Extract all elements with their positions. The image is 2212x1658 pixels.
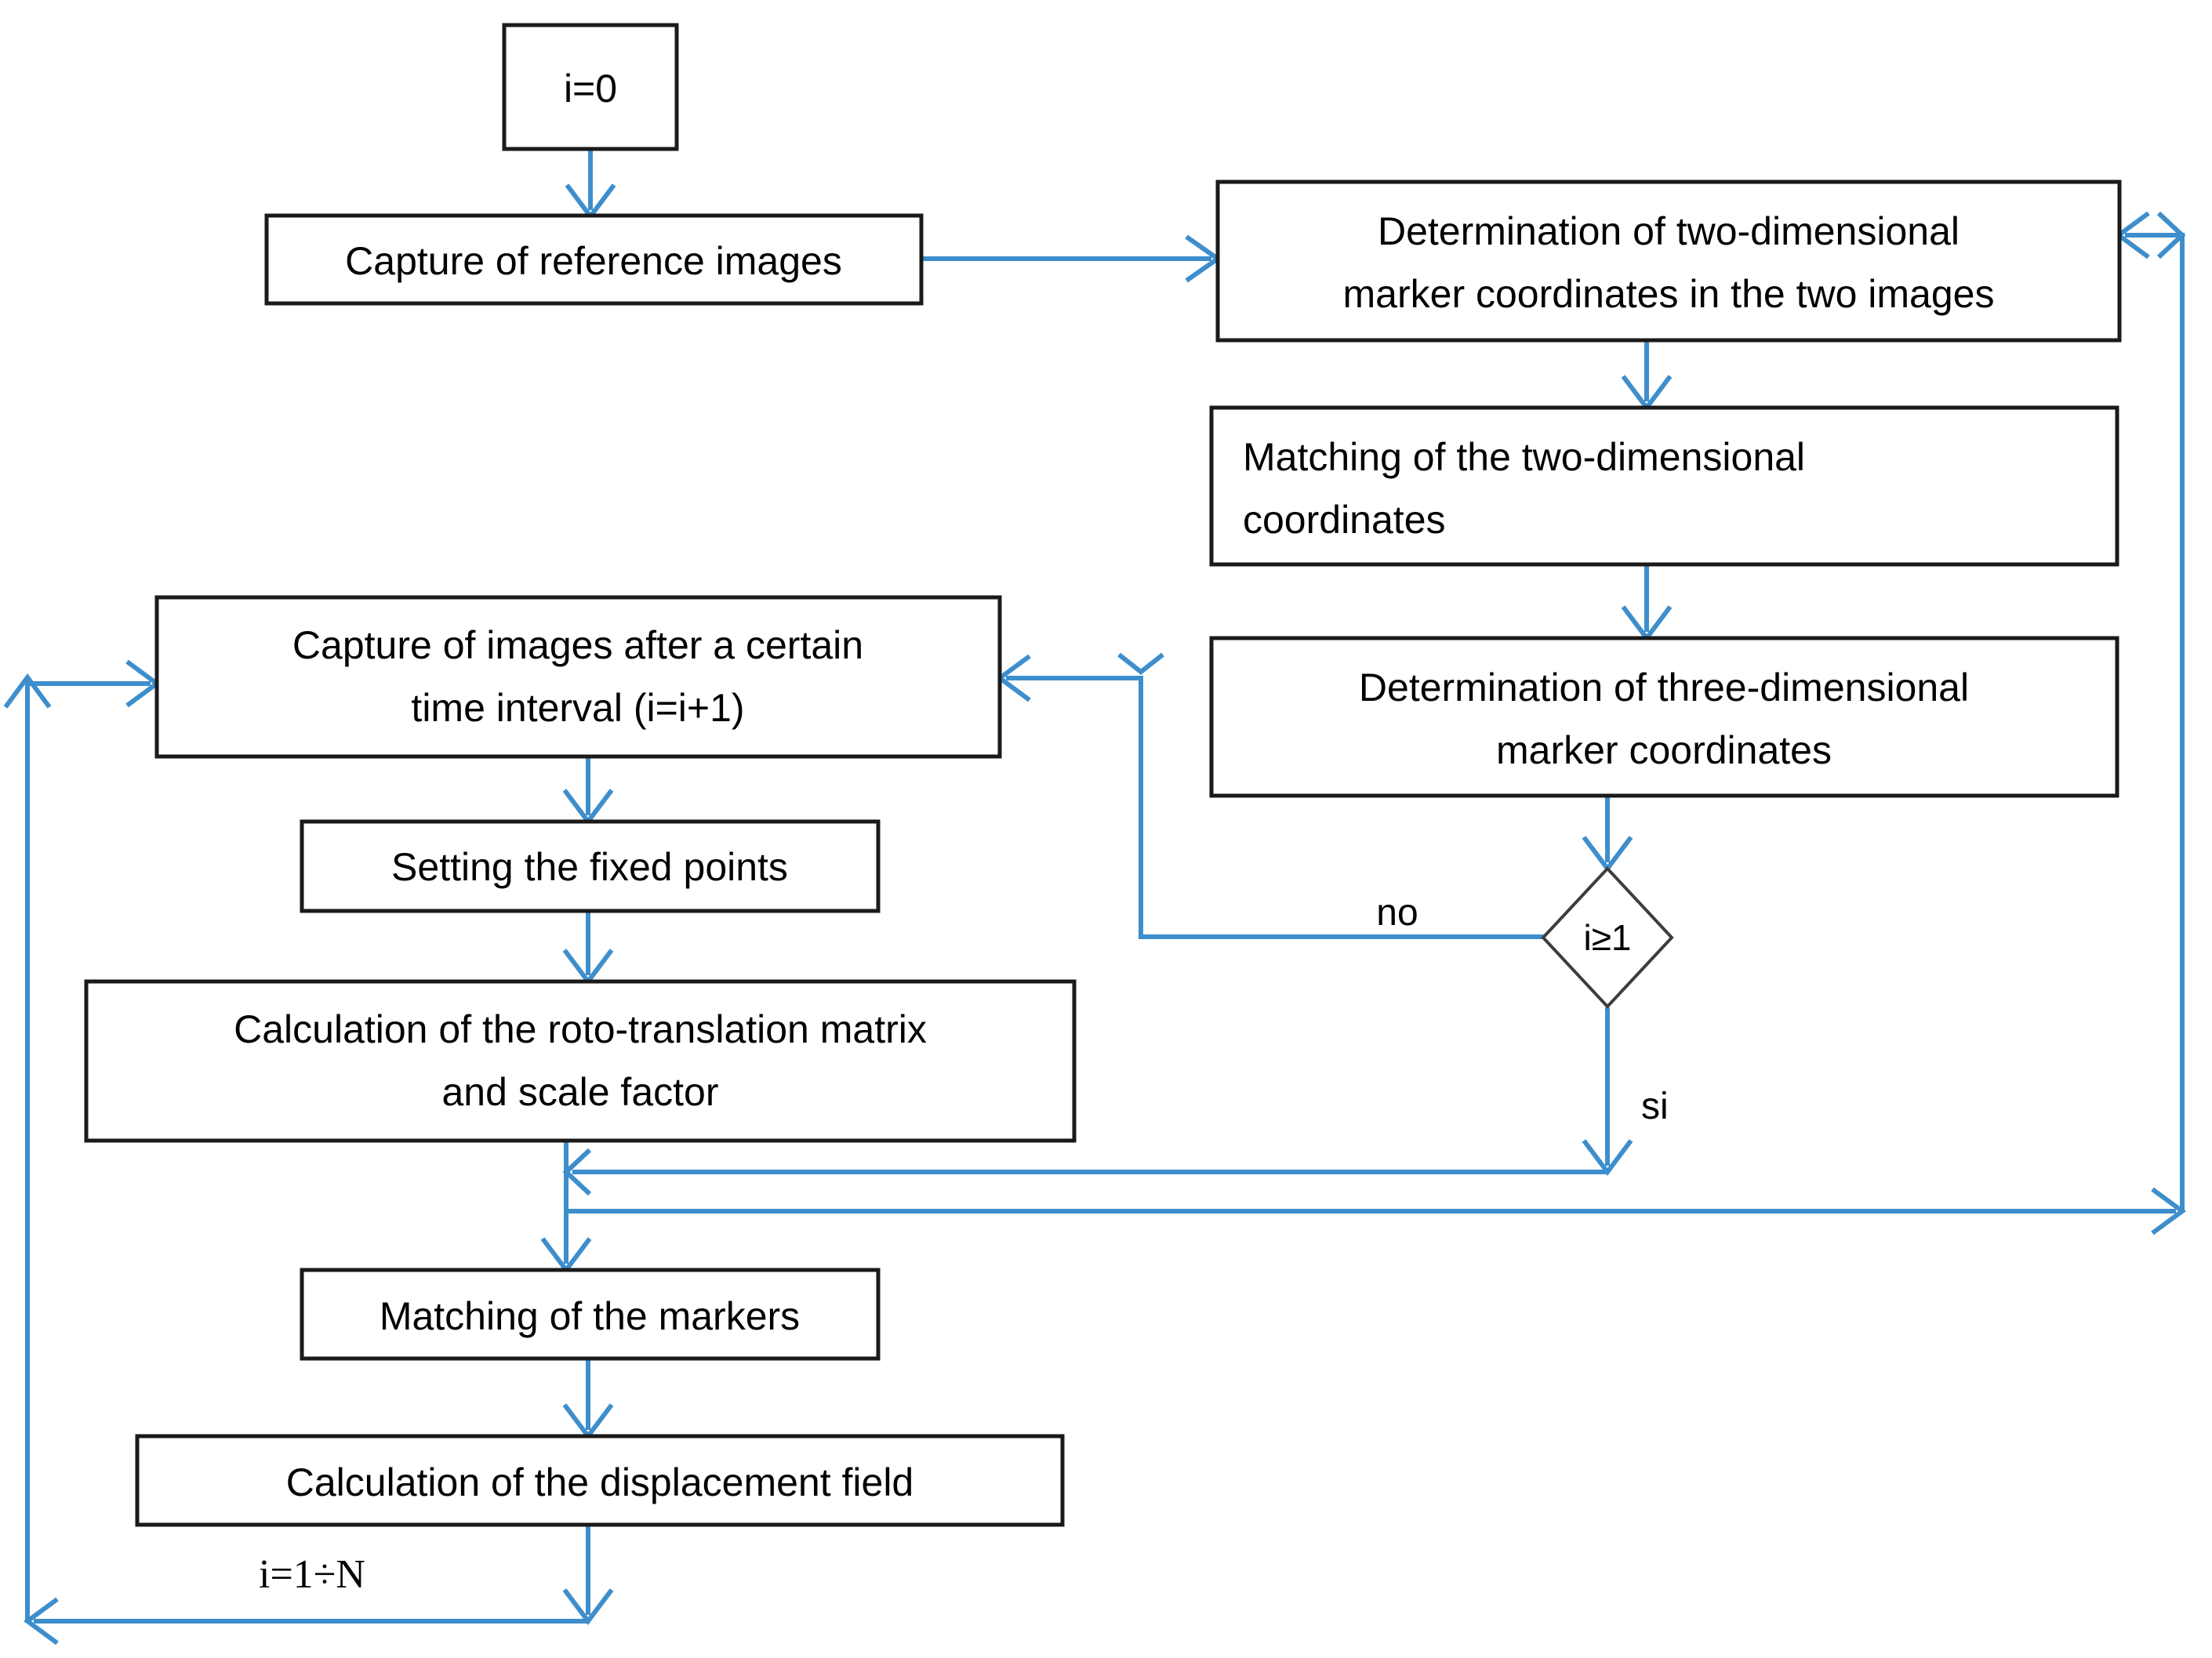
edge-label-si: si [1641, 1086, 1669, 1127]
edge-loop-back-to-capture-next [3, 659, 588, 1645]
edge-label-no: no [1376, 892, 1418, 934]
node-determination-2d-coordinates[interactable] [1215, 180, 2122, 343]
node-determination-2d-coordinates-label-line1: Determination of two-dimensional [1378, 209, 1960, 253]
edge-capture-ref-to-det-2d [921, 234, 1222, 283]
node-calculation-roto-translation-label-line1: Calculation of the roto-translation matr… [234, 1007, 927, 1051]
node-determination-2d-coordinates-label-line2: marker coordinates in the two images [1343, 272, 1995, 316]
edge-roto-to-match-markers [540, 1141, 592, 1274]
node-determination-3d-coordinates-label-line2: marker coordinates [1496, 728, 1832, 772]
node-decision-label: i≥1 [1583, 917, 1631, 958]
edge-right-return-to-det2d [2114, 211, 2186, 1211]
edge-decision-si [1582, 1007, 1633, 1176]
node-decision-i-ge-1[interactable] [1541, 866, 1674, 1009]
node-determination-3d-coordinates-label-line1: Determination of three-dimensional [1359, 666, 1969, 709]
edge-det2d-to-match2d [1621, 340, 1673, 412]
node-calculation-roto-translation[interactable] [84, 979, 1077, 1143]
edge-fixed-points-to-roto [562, 911, 614, 985]
edge-merge-bus-lower [566, 1187, 2187, 1235]
edge-init-to-capture-ref [565, 149, 616, 220]
node-setting-fixed-points[interactable] [300, 819, 881, 913]
node-init-label: i=0 [564, 67, 617, 111]
node-calculation-displacement-field[interactable] [135, 1434, 1065, 1527]
node-capture-images-interval-label-line2: time interval (i=i+1) [411, 686, 744, 730]
node-capture-images-interval-label-line1: Capture of images after a certain [292, 623, 863, 667]
node-capture-reference-images-label: Capture of reference images [345, 239, 842, 283]
node-matching-2d-coordinates-label-line1: Matching of the two-dimensional [1243, 435, 1805, 479]
edge-merge-bus-upper [562, 1148, 1607, 1196]
edge-label-loop-count: i=1÷N [259, 1552, 365, 1597]
node-calculation-roto-translation-label-line2: and scale factor [442, 1070, 719, 1114]
node-matching-2d-coordinates-label-line2: coordinates [1243, 498, 1446, 542]
node-setting-fixed-points-label: Setting the fixed points [391, 845, 788, 889]
edge-det3d-to-decision [1582, 796, 1633, 873]
node-matching-markers-label: Matching of the markers [380, 1294, 800, 1338]
node-init[interactable] [502, 23, 679, 151]
node-determination-3d-coordinates[interactable] [1209, 636, 2119, 798]
node-matching-2d-coordinates[interactable] [1209, 405, 2119, 567]
edge-match2d-to-det3d [1621, 564, 1673, 642]
edge-capture-next-to-fixed-points [562, 756, 614, 825]
node-matching-markers[interactable] [300, 1268, 881, 1361]
node-capture-reference-images[interactable] [264, 213, 924, 306]
edge-displacement-to-bottom-bus [562, 1525, 614, 1625]
node-calculation-displacement-field-label: Calculation of the displacement field [286, 1460, 913, 1504]
node-capture-images-interval[interactable] [154, 595, 1002, 759]
edge-match-markers-to-displacement [562, 1359, 614, 1440]
